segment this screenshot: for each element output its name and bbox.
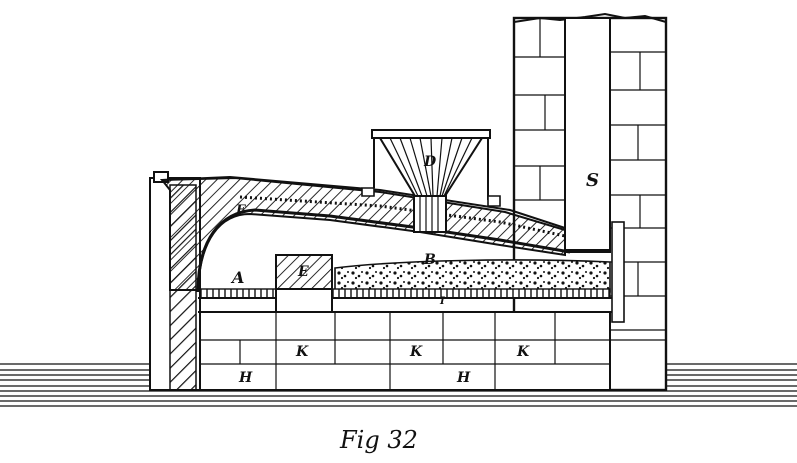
label-i: I [439, 296, 445, 307]
label-h-left: H [238, 370, 253, 386]
hearth-bed [334, 259, 611, 293]
label-h-right: H [456, 370, 471, 386]
figure-caption: Fig 32 [339, 426, 418, 454]
label-e: E [297, 264, 309, 280]
label-k-left: K [295, 344, 309, 360]
label-s: S [586, 170, 599, 191]
label-b: B [423, 252, 436, 268]
label-d: D [423, 154, 437, 170]
label-a: A [230, 268, 244, 287]
bridge-block [275, 254, 333, 313]
hopper [361, 129, 501, 233]
label-k-right: K [516, 344, 530, 360]
foundation-masonry [196, 311, 666, 391]
label-k-middle: K [409, 344, 423, 360]
grate [198, 288, 612, 313]
flue-connection [564, 18, 625, 323]
diagram-labels: D F B A E I S K K K H H [230, 154, 599, 386]
label-f: F [235, 203, 246, 218]
